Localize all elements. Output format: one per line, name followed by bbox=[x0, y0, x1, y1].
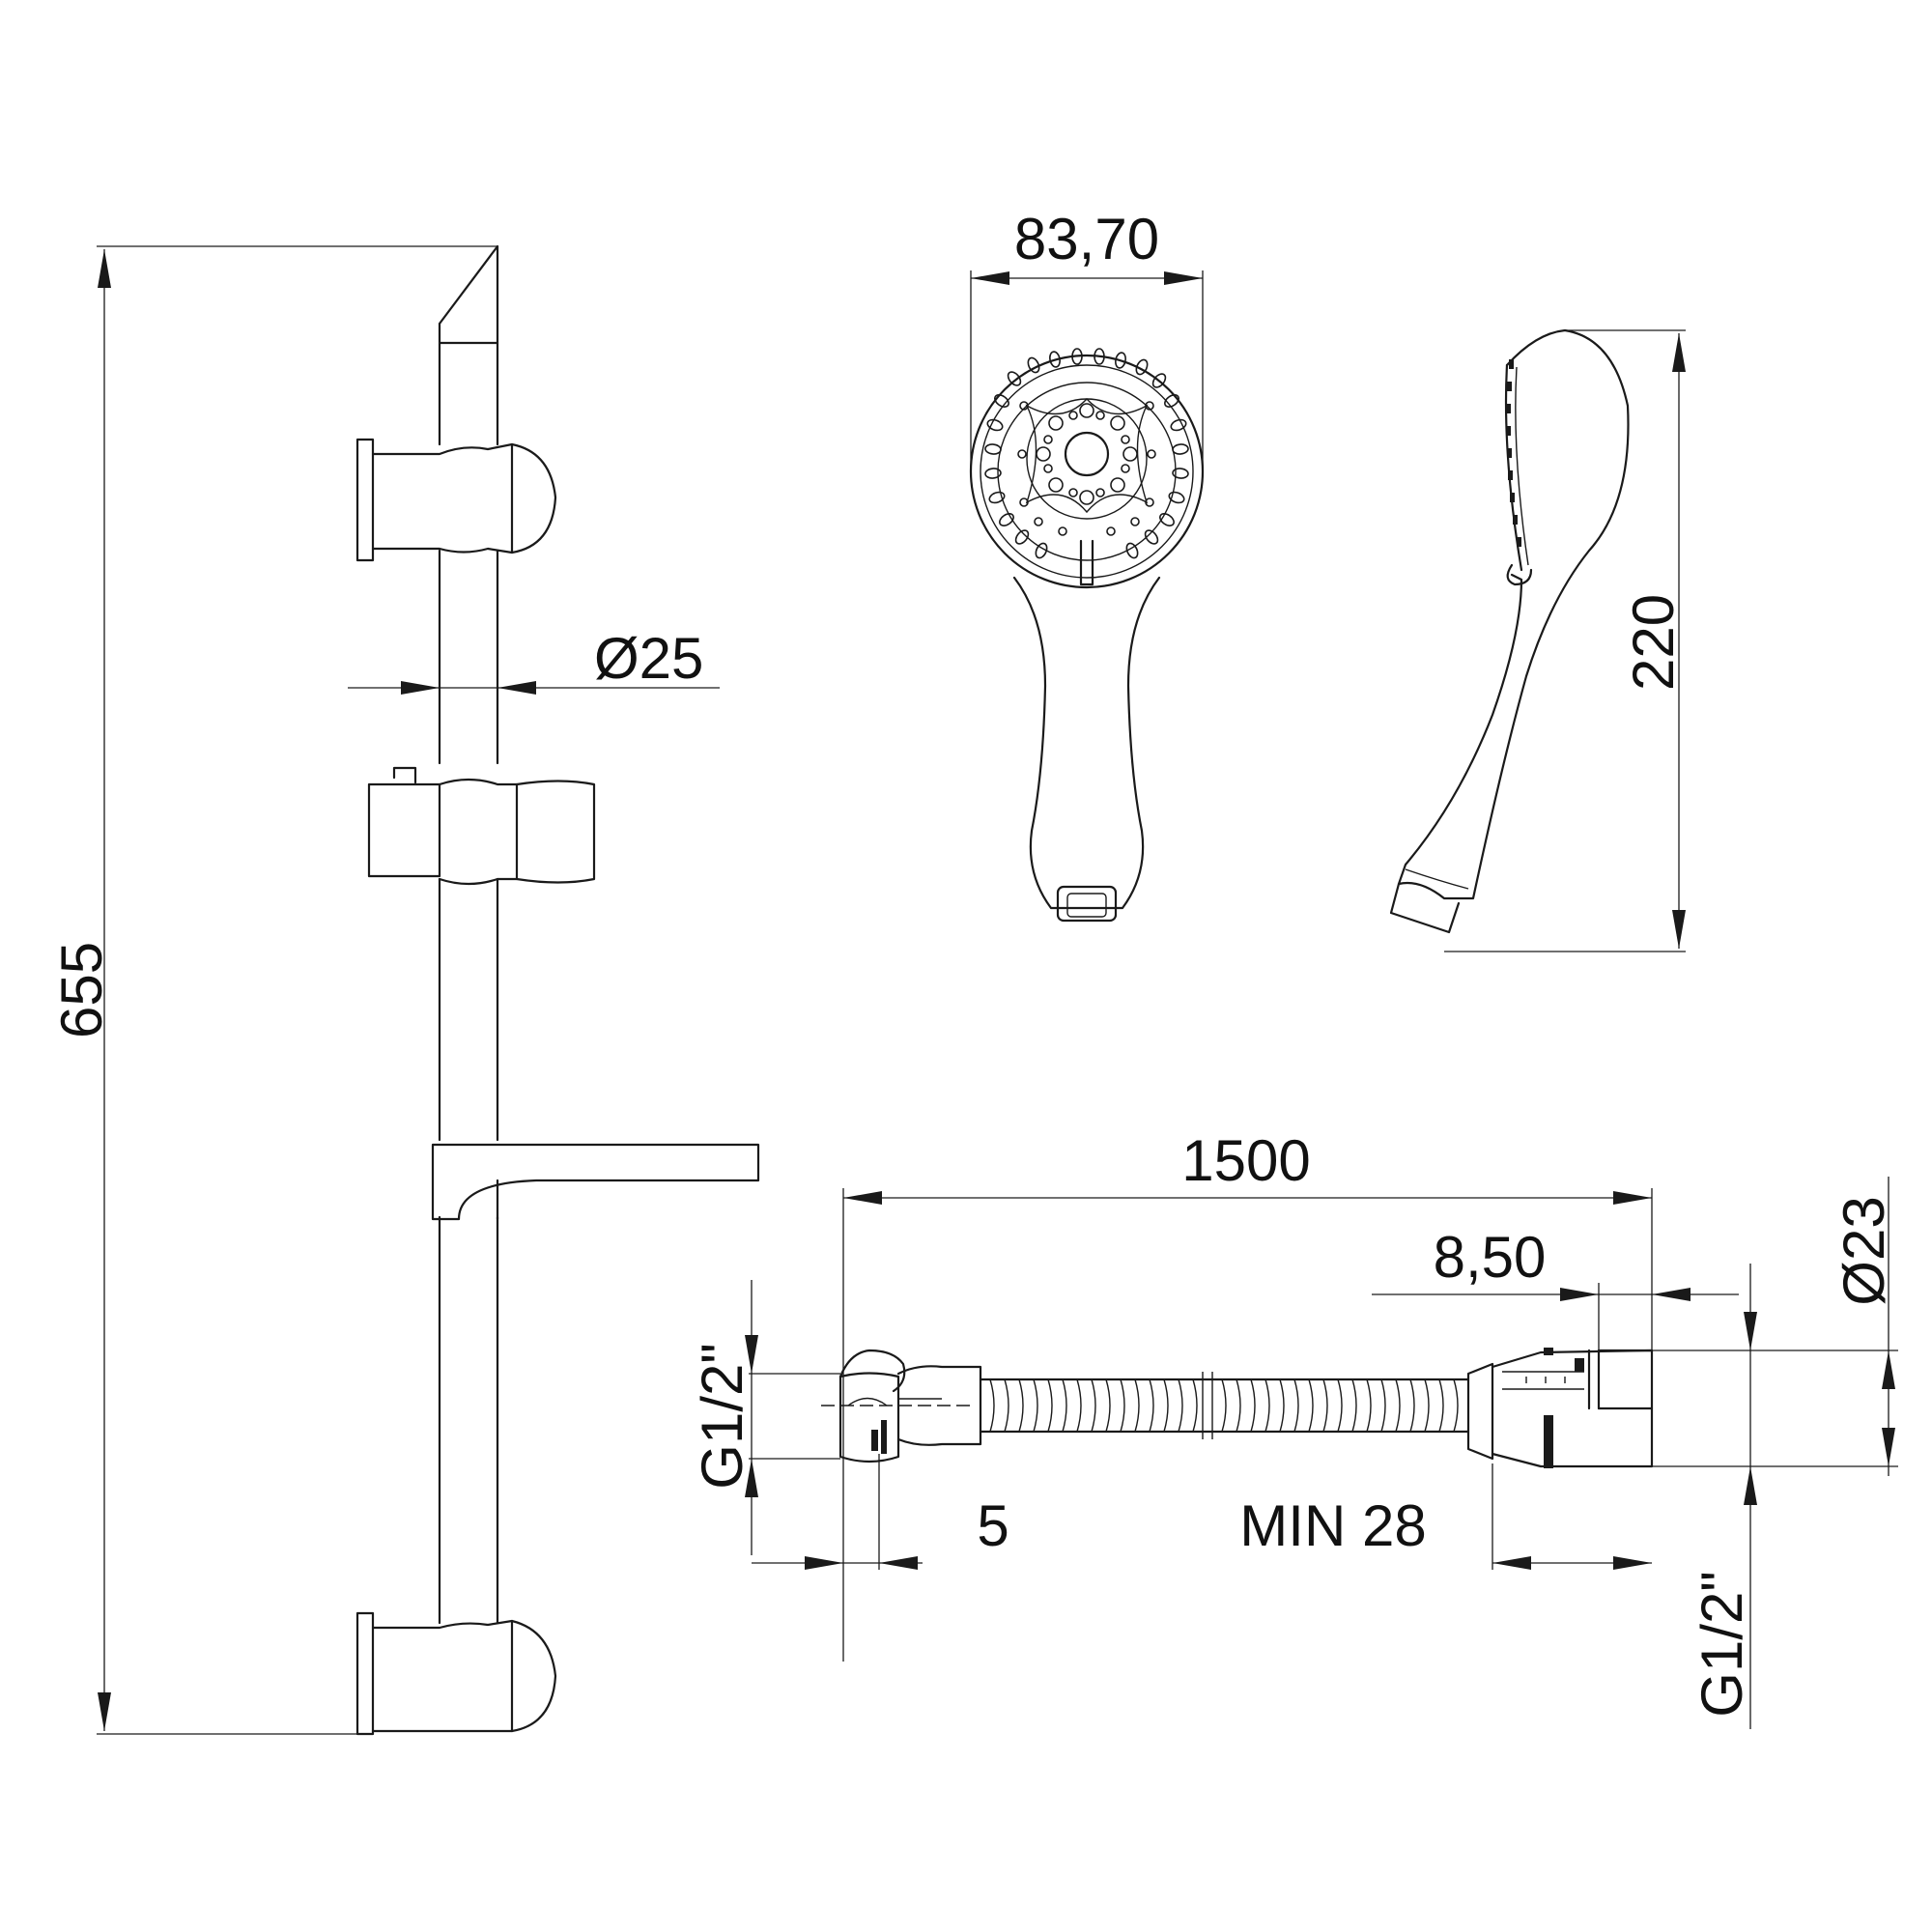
rail-height-label: 655 bbox=[49, 942, 114, 1038]
dimension-thread-left: G1/2" bbox=[690, 1280, 840, 1555]
rail-diameter-label: Ø25 bbox=[594, 626, 703, 691]
dimension-cone-length: 8,50 bbox=[1372, 1225, 1739, 1350]
face-ribs bbox=[1506, 359, 1521, 547]
shower-rail bbox=[97, 244, 760, 1736]
dimension-rail-height: 655 bbox=[49, 249, 114, 1731]
thread-right-label: G1/2" bbox=[1690, 1571, 1754, 1717]
thread-left-label: G1/2" bbox=[690, 1343, 754, 1489]
handset-length-label: 220 bbox=[1621, 594, 1686, 691]
handset-front-view bbox=[969, 270, 1205, 923]
dimension-thread-right: G1/2" bbox=[1690, 1264, 1757, 1729]
cone-length-label: 8,50 bbox=[1434, 1225, 1547, 1290]
shower-hose bbox=[821, 1348, 1654, 1468]
hose-end-diameter-label: Ø23 bbox=[1832, 1196, 1896, 1305]
nut-min-label: MIN 28 bbox=[1239, 1493, 1426, 1558]
bottom-wall-bracket bbox=[355, 1611, 557, 1736]
dimension-hose-end-diameter: Ø23 bbox=[1652, 1177, 1898, 1476]
sliding-holder bbox=[367, 766, 596, 886]
dimension-hose-length: 1500 bbox=[842, 1128, 1653, 1662]
nut-offset-label: 5 bbox=[977, 1493, 1009, 1558]
dimension-nut-offset: 5 bbox=[752, 1454, 1009, 1570]
dimension-handset-length: 220 bbox=[1621, 333, 1686, 949]
hose-corrugations bbox=[989, 1372, 1459, 1439]
handset-side-view bbox=[1389, 328, 1686, 952]
dimension-rail-diameter: Ø25 bbox=[348, 626, 720, 695]
soap-dish bbox=[431, 1143, 760, 1221]
dimension-nut-min: MIN 28 bbox=[1239, 1463, 1652, 1570]
head-width-label: 83,70 bbox=[1014, 207, 1159, 271]
nozzle-pattern bbox=[984, 348, 1189, 559]
dimension-head-width: 83,70 bbox=[971, 207, 1203, 285]
hose-length-label: 1500 bbox=[1181, 1128, 1310, 1193]
top-wall-bracket bbox=[355, 438, 557, 562]
